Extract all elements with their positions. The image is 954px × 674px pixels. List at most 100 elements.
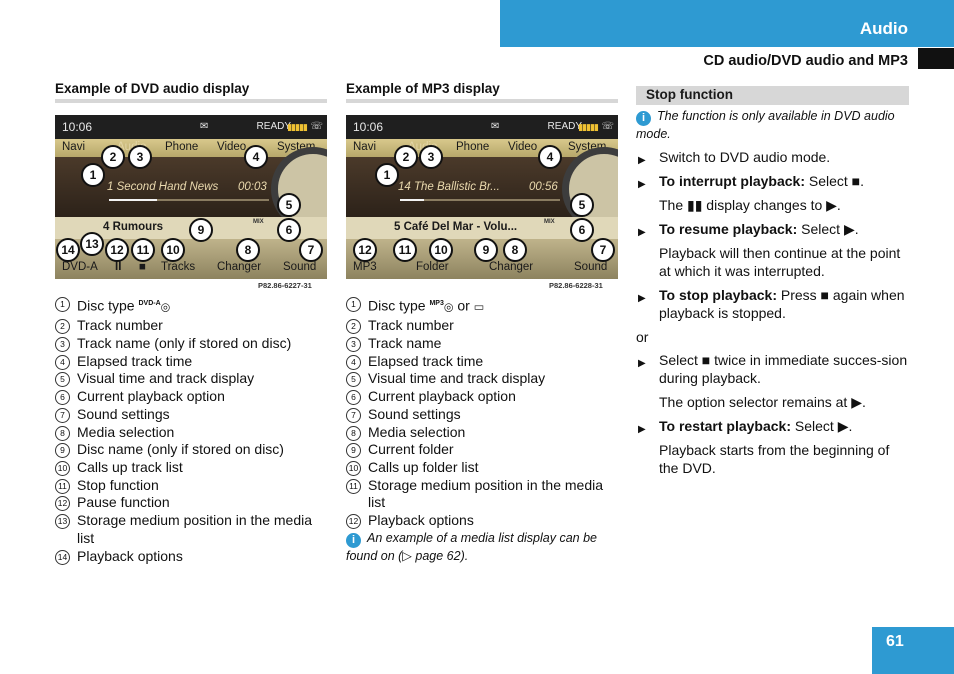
phone-icon: ☏ — [601, 121, 614, 132]
bullet-arrow-icon: ▶ — [638, 424, 646, 435]
legend-text: Elapsed track time — [368, 352, 484, 369]
legend-item: 5 Visual time and track display — [346, 370, 618, 388]
main-menu: Navi Audio Phone Video System — [55, 139, 327, 157]
legend-number: 11 — [346, 478, 361, 494]
legend-number: 7 — [346, 407, 361, 423]
callout-8: 8 — [236, 238, 260, 262]
legend-text: Current playback option — [77, 388, 225, 405]
step-text: Press ■ again when playback is stopped. — [659, 287, 905, 321]
legend-number: 7 — [55, 407, 70, 423]
mp3-note-text: An example of a media list display can b… — [346, 531, 597, 563]
softkey-row: MP3 Folder Changer Sound — [346, 255, 618, 279]
envelope-icon: ✉ — [491, 121, 500, 132]
menu-video: Video — [508, 141, 538, 153]
legend-number: 14 — [55, 549, 70, 565]
section-title: Audio — [859, 19, 908, 38]
legend-text: Visual time and track display — [368, 370, 546, 387]
track-name: 1 Second Hand News — [107, 181, 219, 193]
legend-or: or — [457, 297, 470, 314]
info-icon: i — [346, 533, 361, 548]
track-name: 14 The Ballistic Br... — [398, 181, 500, 193]
bullet-arrow-icon: ▶ — [638, 227, 646, 238]
legend-number: 12 — [346, 514, 361, 530]
disc-icon: ◎ — [160, 301, 171, 314]
callout-10: 10 — [161, 238, 185, 262]
legend-text: Disc type — [368, 297, 426, 314]
legend-text: Sound settings — [368, 405, 461, 422]
legend-number: 3 — [346, 337, 361, 353]
step-text: Playback starts from the beginning of th… — [659, 442, 890, 476]
callout-1: 1 — [375, 163, 399, 187]
legend-text: Storage medium position in the media lis… — [77, 512, 313, 546]
step-bullet: ▶Select ■ twice in immediate succes-sion… — [638, 352, 911, 387]
callout-6: 6 — [277, 218, 301, 242]
step-note: Playback will then continue at the point… — [659, 245, 911, 280]
step-text: Playback will then continue at the point… — [659, 245, 901, 279]
callout-7: 7 — [591, 238, 615, 262]
track-time: 00:03 — [238, 181, 267, 193]
legend-text: Track number — [77, 317, 163, 334]
callout-4: 4 — [244, 145, 268, 169]
mp3-figure-reference: P82.86-6228-31 — [549, 281, 603, 290]
playback-option: MIX — [544, 219, 555, 225]
header-band: Audio — [500, 0, 954, 47]
callout-3: 3 — [128, 145, 152, 169]
media-bar: 5 Café Del Mar - Volu... MIX — [346, 217, 618, 239]
legend-text: Playback options — [77, 547, 183, 564]
legend-number: 1 — [346, 297, 361, 312]
callout-12: 12 — [105, 238, 129, 262]
playback-option: MIX — [253, 219, 264, 225]
legend-number: 10 — [55, 460, 70, 476]
bullet-arrow-icon: ▶ — [638, 155, 646, 166]
legend-number: 12 — [55, 496, 70, 512]
envelope-icon: ✉ — [200, 121, 209, 132]
step-label: To interrupt playback: — [659, 173, 805, 189]
step-text: Select ■ twice in immediate succes-sion … — [659, 352, 908, 386]
step-note: The ▮▮ display changes to ▶. — [659, 197, 911, 215]
legend-text: Pause function — [77, 494, 170, 511]
softkey-stop: ■ — [139, 261, 146, 273]
step-note: Playback starts from the beginning of th… — [659, 442, 911, 477]
legend-number: 9 — [346, 443, 361, 459]
page-number: 61 — [886, 633, 904, 650]
step-label: To stop playback: — [659, 287, 777, 303]
legend-text: Disc name (only if stored on disc) — [77, 441, 284, 458]
legend-number: 3 — [55, 337, 70, 353]
status-bar: 10:06 ✉ READY ▮▮▮▮▮ ☏ — [346, 115, 618, 139]
bullet-arrow-icon: ▶ — [638, 179, 646, 190]
disc-icon: ◎ — [443, 301, 454, 314]
legend-number: 2 — [346, 319, 361, 335]
ready-status: READY — [256, 121, 291, 132]
step-note: The option selector remains at ▶. — [659, 394, 911, 412]
legend-text: Playback options — [368, 512, 474, 529]
phone-icon: ☏ — [310, 121, 323, 132]
legend-number: 8 — [55, 425, 70, 441]
legend-text: Current folder — [368, 441, 454, 458]
legend-item: 12 Playback options — [346, 512, 618, 530]
stop-function-heading-bar: Stop function — [636, 86, 909, 105]
callout-13: 13 — [80, 232, 104, 256]
softkey-sound: Sound — [283, 261, 317, 273]
legend-number: 5 — [346, 372, 361, 388]
callout-2: 2 — [101, 145, 125, 169]
legend-item: 12 Pause function — [55, 494, 330, 512]
dvd-heading-rule — [55, 99, 327, 103]
legend-item: 14 Playback options — [55, 548, 330, 566]
step-bullet: ▶To interrupt playback: Select ■. — [638, 173, 911, 191]
softkey-changer: Changer — [217, 261, 262, 273]
main-menu: Navi Audio Phone Video System — [346, 139, 618, 157]
bullet-arrow-icon: ▶ — [638, 293, 646, 304]
step-text: Select ▶. — [794, 418, 853, 434]
step-bullet: ▶Switch to DVD audio mode. — [638, 149, 911, 167]
mp3-heading-rule — [346, 99, 618, 103]
